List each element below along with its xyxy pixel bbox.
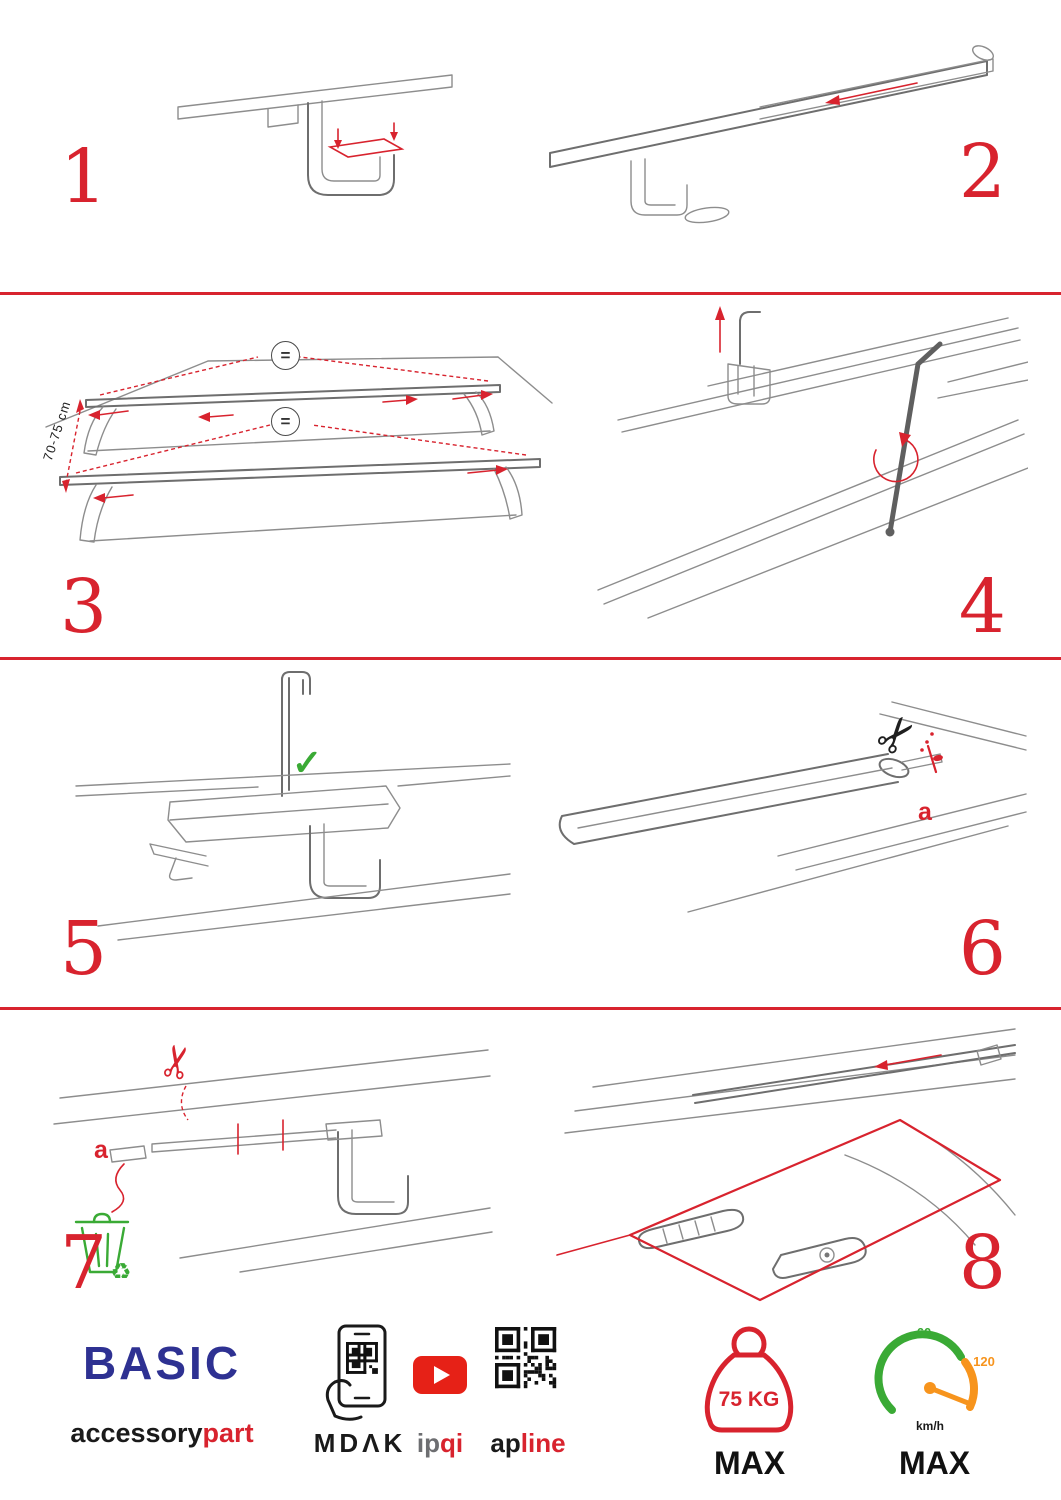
equals-badge-top: = (271, 341, 300, 370)
equals-badge-bottom: = (271, 407, 300, 436)
rotate-arrow-red (873, 432, 919, 483)
step-8-illustration (556, 1028, 1016, 1302)
section-divider-2 (0, 657, 1061, 660)
speed-max-label: MAX (898, 1445, 971, 1481)
speedometer-icon: 60 120 km/h (874, 1325, 995, 1433)
partner-ip: ip (416, 1428, 440, 1458)
speed-high-label: 120 (973, 1354, 995, 1369)
equals-top-text: = (280, 345, 291, 365)
step-1-number: 1 (60, 134, 108, 220)
partner-mdak: MDΛK (313, 1428, 407, 1458)
phone-qr-icon (325, 1324, 387, 1421)
partner-line: line (520, 1428, 566, 1458)
equal-distance-leaders (62, 356, 527, 503)
partner-ap: ap (490, 1428, 521, 1458)
qr-code (495, 1327, 557, 1389)
step-6-illustration (558, 701, 1027, 913)
slide-arrow-red (825, 82, 918, 105)
weight-max-label: MAX (713, 1445, 786, 1481)
step-7-number: 7 (60, 1220, 108, 1306)
part-a-label-2: a (94, 1136, 108, 1164)
brand-sub-red: part (202, 1418, 254, 1448)
partner-qi: qi (440, 1428, 464, 1458)
step-5-illustration (75, 671, 511, 941)
speed-low-label: 60 (917, 1325, 931, 1340)
brand-sub-black: accessory (70, 1418, 203, 1448)
recycle-icon: ♻ (110, 1259, 132, 1278)
step-3-illustration (45, 356, 553, 543)
cut-mark-red (920, 732, 943, 774)
brand-logo: BASIC (82, 1337, 242, 1389)
check-icon: ✓ (292, 742, 323, 783)
section-divider-3 (0, 1007, 1061, 1010)
partner-ipqi: ipqi (395, 1428, 485, 1459)
section-divider-1 (0, 292, 1061, 295)
step-1-illustration (177, 74, 453, 196)
step-4-number: 4 (958, 564, 1006, 650)
allen-key (885, 341, 943, 537)
speed-unit-label: km/h (916, 1419, 944, 1433)
step-6-number: 6 (958, 906, 1006, 992)
youtube-icon (413, 1356, 467, 1394)
partner-apline: apline (478, 1428, 578, 1459)
part-a-label: a (918, 798, 932, 826)
trash-icon: ♻ (74, 1212, 132, 1278)
rubber-pad-red (327, 122, 405, 158)
weight-value: 75 KG (719, 1388, 780, 1411)
max-weight-icon: 75 KG (704, 1326, 794, 1433)
slide-arrow-red-2 (874, 1054, 942, 1070)
step-8-number: 8 (958, 1220, 1006, 1306)
step-2-illustration (549, 45, 994, 224)
step-5-number: 5 (60, 906, 108, 992)
step-7-illustration: ♻ (53, 1049, 493, 1278)
step-4-illustration (597, 306, 1028, 619)
equals-bottom-text: = (280, 411, 291, 431)
step-2-number: 2 (958, 129, 1006, 215)
lift-arrow-red (715, 306, 725, 353)
highlight-rect-red (556, 1118, 1002, 1302)
step-3-number: 3 (60, 564, 108, 650)
brand-subtitle: accessorypart (40, 1418, 284, 1449)
